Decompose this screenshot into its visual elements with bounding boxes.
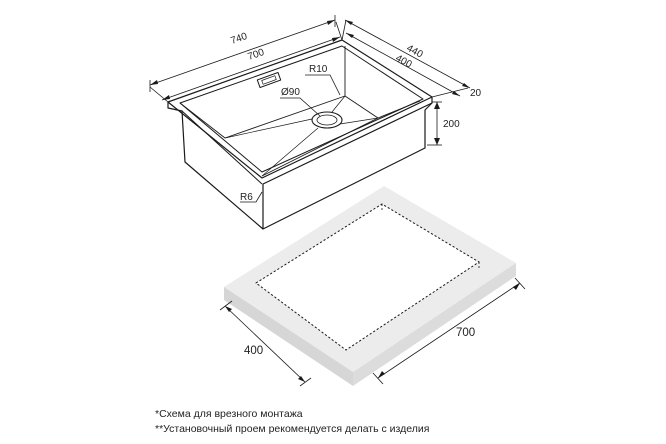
note-flush-mount: *Схема для врезного монтажа xyxy=(155,408,303,420)
sink-arrows xyxy=(150,20,470,145)
dim-inner-length: 700 xyxy=(246,47,266,63)
sink-right-wall xyxy=(262,102,433,230)
sink-outer-walls xyxy=(167,97,433,230)
dim-drain: Ø90 xyxy=(281,87,300,98)
dim-radius-bottom: R6 xyxy=(240,192,253,203)
dim-depth: 200 xyxy=(443,119,460,130)
sink-drawing xyxy=(167,39,433,230)
dim-overall-length: 740 xyxy=(229,31,249,47)
dim-radius-top: R10 xyxy=(309,64,328,75)
dim-cutout-width: 400 xyxy=(244,345,263,357)
drain-outer xyxy=(311,111,343,129)
dim-cutout-length: 700 xyxy=(456,327,475,339)
note-cutout-advice: **Установочный проем рекомендуется делат… xyxy=(155,423,430,435)
sink-rim-inner xyxy=(179,45,424,173)
slab-front-left xyxy=(224,287,353,386)
sink-labels: 740 700 440 400 20 200 R10 Ø90 R6 xyxy=(229,31,481,203)
dim-rim: 20 xyxy=(470,88,482,99)
cutout-arrows xyxy=(225,283,520,382)
cutout-labels: 400 700 xyxy=(244,327,475,357)
countertop-slab xyxy=(224,186,516,386)
drain-inner xyxy=(316,114,338,126)
slab-front-right xyxy=(353,263,516,386)
overflow-slot xyxy=(256,71,282,89)
sink-dimension-lines xyxy=(149,15,471,203)
sink-bowl-floor xyxy=(224,95,379,177)
cutout-dimension-lines xyxy=(219,277,526,387)
